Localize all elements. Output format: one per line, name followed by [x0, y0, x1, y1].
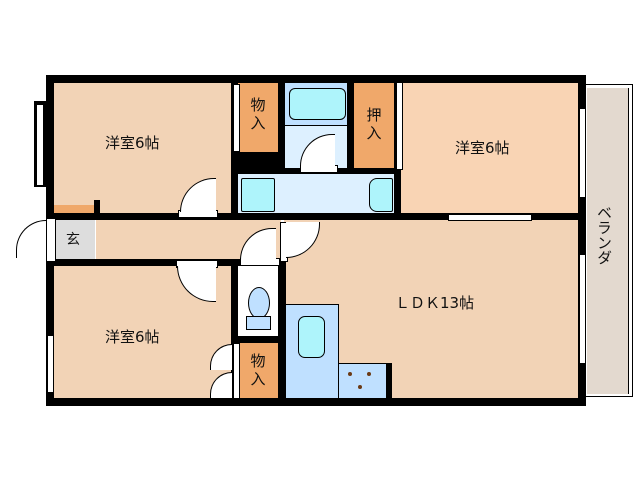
wall — [278, 82, 285, 174]
wall — [278, 168, 398, 174]
oshiire-label: 押 入 — [366, 106, 382, 142]
window-west-nw[interactable] — [36, 104, 44, 186]
burner-icon — [358, 385, 362, 389]
wall — [46, 259, 286, 266]
door-closet-nw[interactable] — [233, 84, 240, 152]
washing-machine-icon — [241, 178, 275, 212]
window-west-sw[interactable] — [47, 335, 54, 393]
wall — [94, 200, 100, 220]
wall — [46, 398, 586, 406]
wall — [231, 336, 285, 343]
wall — [578, 75, 586, 406]
wall — [46, 213, 396, 220]
door-swing-icon — [16, 220, 46, 258]
door-ldk-ne-sliding[interactable] — [448, 214, 532, 221]
closet-sw — [238, 343, 278, 398]
room-label-ldk: ＬＤＫ13帖 — [395, 294, 475, 312]
wall — [231, 152, 285, 174]
room-label-ne: 洋室6帖 — [455, 139, 510, 157]
stove — [338, 363, 390, 400]
room-label-sw: 洋室6帖 — [105, 328, 160, 346]
wall — [386, 363, 392, 399]
entrance-label: 玄 — [66, 232, 80, 248]
window-east-ne[interactable] — [579, 108, 586, 198]
closet-label-sw: 物 入 — [250, 352, 266, 388]
sink-icon — [298, 316, 325, 358]
wash-basin-icon — [369, 178, 393, 212]
closet-label-nw: 物 入 — [250, 96, 266, 132]
wall — [347, 82, 354, 174]
wall — [46, 75, 54, 215]
door-closet-sw[interactable] — [233, 343, 240, 399]
entrance — [55, 220, 95, 260]
wall — [278, 260, 286, 400]
oshiire — [354, 82, 394, 169]
door-bath[interactable] — [300, 165, 338, 173]
toilet-icon — [248, 287, 270, 319]
toilet-tank-icon — [246, 316, 271, 330]
wall — [46, 258, 54, 406]
bathtub-icon — [289, 88, 346, 120]
burner-icon — [367, 372, 371, 376]
door-entrance[interactable] — [46, 218, 56, 262]
veranda-label: ベランダ — [595, 205, 613, 265]
veranda — [587, 88, 629, 394]
window-east-ldk[interactable] — [579, 254, 586, 364]
closet-nw — [238, 82, 278, 152]
shoe-closet — [54, 205, 94, 213]
room-label-nw: 洋室6帖 — [105, 134, 160, 152]
burner-icon — [348, 372, 352, 376]
door-oshiire[interactable] — [396, 82, 403, 170]
western-room-ne — [400, 82, 578, 214]
wall — [46, 75, 586, 83]
